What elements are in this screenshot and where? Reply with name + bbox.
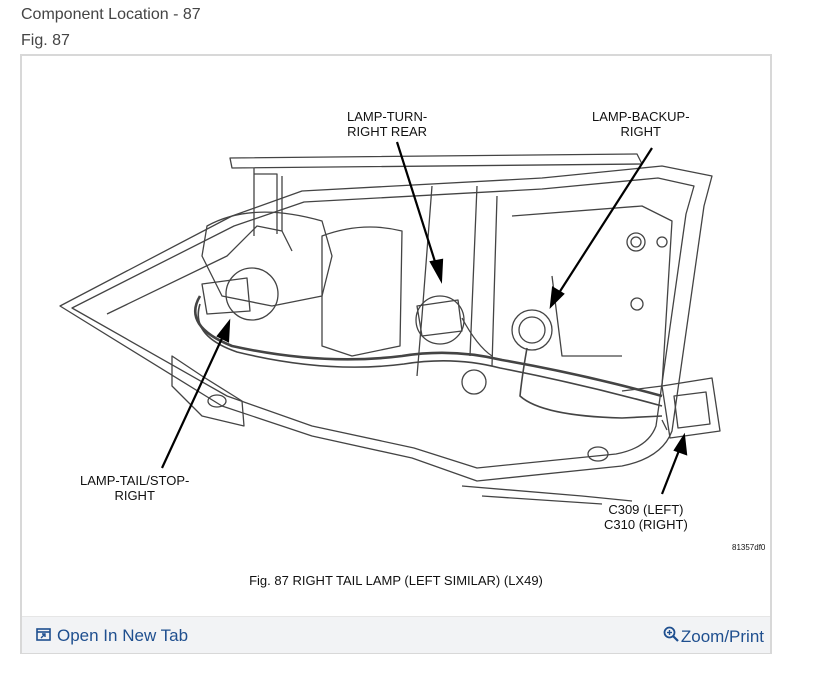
figure-caption: Fig. 87 RIGHT TAIL LAMP (LEFT SIMILAR) (… (249, 573, 543, 588)
magnifier-plus-icon (663, 626, 679, 647)
label-lamp-backup: LAMP-BACKUP- RIGHT (592, 109, 690, 139)
figure-footer: Open In New Tab Zoom/Print (22, 616, 770, 653)
label-lamp-turn: LAMP-TURN- RIGHT REAR (347, 109, 428, 139)
figure-code: 81357df0 (732, 543, 766, 552)
figure-frame: LAMP-TURN- RIGHT REAR LAMP-BACKUP- RIGHT… (20, 54, 772, 654)
tail-lamp-diagram (59, 141, 721, 505)
page-title: Component Location - 87 (21, 6, 201, 23)
external-window-icon (36, 626, 51, 646)
open-in-new-tab-label: Open In New Tab (57, 626, 189, 645)
open-in-new-tab-link[interactable]: Open In New Tab (36, 626, 188, 646)
label-connector: C309 (LEFT) C310 (RIGHT) (604, 502, 688, 532)
zoom-print-link[interactable]: Zoom/Print (663, 626, 764, 647)
zoom-print-label: Zoom/Print (680, 626, 764, 646)
figure-label: Fig. 87 (21, 32, 70, 49)
label-lamp-tail-stop: LAMP-TAIL/STOP- RIGHT (80, 473, 190, 503)
